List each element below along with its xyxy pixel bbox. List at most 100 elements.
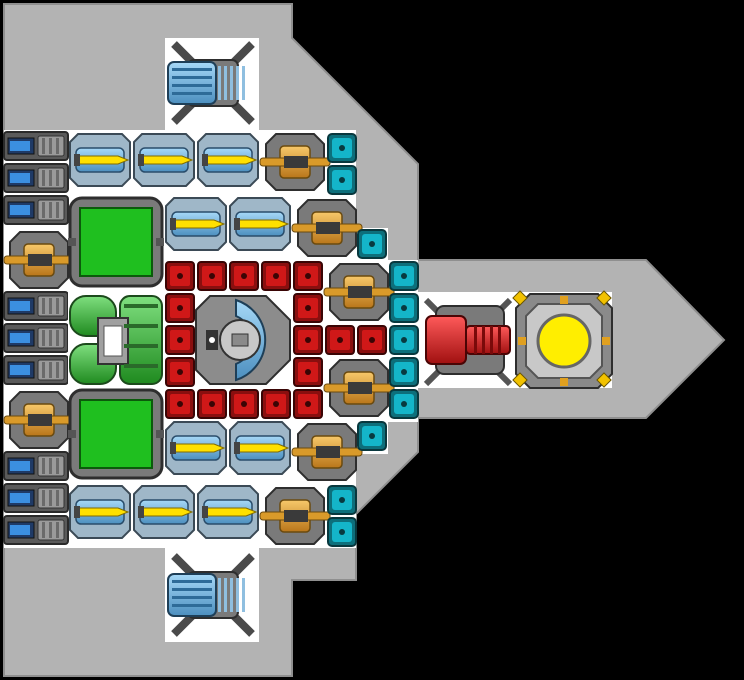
armor-block[interactable] <box>357 325 387 355</box>
reactor-corner-bolt <box>512 372 528 388</box>
autocannon-turret[interactable] <box>259 133 331 191</box>
missile-icon <box>237 443 290 453</box>
thruster-module[interactable] <box>3 323 69 353</box>
autocannon-turret[interactable] <box>3 231 75 289</box>
thruster-module[interactable] <box>3 163 69 193</box>
emitter-dot <box>401 337 407 343</box>
missile-fin <box>202 154 208 166</box>
heavy-cannon[interactable] <box>423 297 513 387</box>
vent-slit <box>49 490 52 506</box>
armor-block[interactable] <box>197 261 227 291</box>
missile-launcher[interactable] <box>165 421 227 475</box>
missile-icon <box>77 155 130 165</box>
turret-breech <box>316 222 340 234</box>
engine-fin <box>224 578 227 612</box>
thruster-module[interactable] <box>3 355 69 385</box>
missile-launcher[interactable] <box>197 485 259 539</box>
vent-slit <box>56 202 59 218</box>
missile-icon <box>205 155 258 165</box>
rear-engine[interactable] <box>167 553 255 637</box>
missile-launcher[interactable] <box>165 197 227 251</box>
shield-emitter[interactable] <box>357 421 387 451</box>
shield-emitter[interactable] <box>389 261 419 291</box>
armor-block[interactable] <box>293 357 323 387</box>
blue-light <box>10 525 30 535</box>
armor-block[interactable] <box>293 389 323 419</box>
autocannon-turret[interactable] <box>259 487 331 545</box>
armor-block[interactable] <box>325 325 355 355</box>
armor-block[interactable] <box>229 389 259 419</box>
emitter-dot <box>401 401 407 407</box>
missile-launcher[interactable] <box>133 485 195 539</box>
emitter-dot <box>401 369 407 375</box>
shield-emitter[interactable] <box>389 325 419 355</box>
barrel-ring <box>474 326 477 354</box>
shield-emitter[interactable] <box>389 389 419 419</box>
shield-emitter[interactable] <box>389 293 419 323</box>
blue-light <box>10 493 30 503</box>
missile-icon <box>141 507 194 517</box>
emitter-dot <box>401 305 407 311</box>
shield-emitter[interactable] <box>327 485 357 515</box>
vent-slit <box>42 330 45 346</box>
armor-block[interactable] <box>165 389 195 419</box>
armor-block[interactable] <box>293 293 323 323</box>
rear-engine[interactable] <box>167 41 255 125</box>
reactor-clamp <box>602 337 610 345</box>
vent-slit <box>42 362 45 378</box>
shield-emitter[interactable] <box>327 165 357 195</box>
missile-launcher[interactable] <box>229 197 291 251</box>
armor-block[interactable] <box>197 389 227 419</box>
armor-block[interactable] <box>165 325 195 355</box>
armor-block[interactable] <box>261 261 291 291</box>
missile-launcher[interactable] <box>133 133 195 187</box>
armor-rivet <box>209 401 215 407</box>
armor-rivet <box>305 337 311 343</box>
missile-fin <box>170 442 176 454</box>
console-light <box>209 337 215 343</box>
fuel-tank[interactable] <box>68 196 164 288</box>
shield-emitter[interactable] <box>389 357 419 387</box>
missile-launcher[interactable] <box>69 133 131 187</box>
armor-block[interactable] <box>165 357 195 387</box>
cockpit-module[interactable] <box>195 295 291 385</box>
shield-emitter[interactable] <box>327 133 357 163</box>
shield-emitter[interactable] <box>327 517 357 547</box>
missile-fin <box>74 506 80 518</box>
vent-slit <box>42 202 45 218</box>
armor-rivet <box>305 369 311 375</box>
autocannon-turret[interactable] <box>291 199 363 257</box>
thruster-module[interactable] <box>3 131 69 161</box>
pipe-assembly[interactable] <box>68 292 164 388</box>
thruster-module[interactable] <box>3 483 69 513</box>
thruster-module[interactable] <box>3 451 69 481</box>
missile-fin <box>138 506 144 518</box>
autocannon-turret[interactable] <box>291 423 363 481</box>
thruster-module[interactable] <box>3 195 69 225</box>
missile-launcher[interactable] <box>229 421 291 475</box>
coil-band <box>172 596 212 599</box>
armor-block[interactable] <box>293 325 323 355</box>
armor-rivet <box>241 273 247 279</box>
fuel-tank[interactable] <box>68 388 164 480</box>
armor-block[interactable] <box>293 261 323 291</box>
thruster-module[interactable] <box>3 291 69 321</box>
emitter-dot <box>339 497 345 503</box>
autocannon-turret[interactable] <box>323 263 395 321</box>
armor-block[interactable] <box>229 261 259 291</box>
vent-slit <box>42 490 45 506</box>
armor-block[interactable] <box>165 261 195 291</box>
reactor-core[interactable] <box>512 290 613 389</box>
armor-block[interactable] <box>165 293 195 323</box>
armor-block[interactable] <box>261 389 291 419</box>
missile-launcher[interactable] <box>197 133 259 187</box>
missile-launcher[interactable] <box>69 485 131 539</box>
autocannon-turret[interactable] <box>3 391 75 449</box>
pipe-ring <box>124 304 158 308</box>
thruster-module[interactable] <box>3 515 69 545</box>
armor-rivet <box>177 305 183 311</box>
autocannon-turret[interactable] <box>323 359 395 417</box>
shield-emitter[interactable] <box>357 229 387 259</box>
